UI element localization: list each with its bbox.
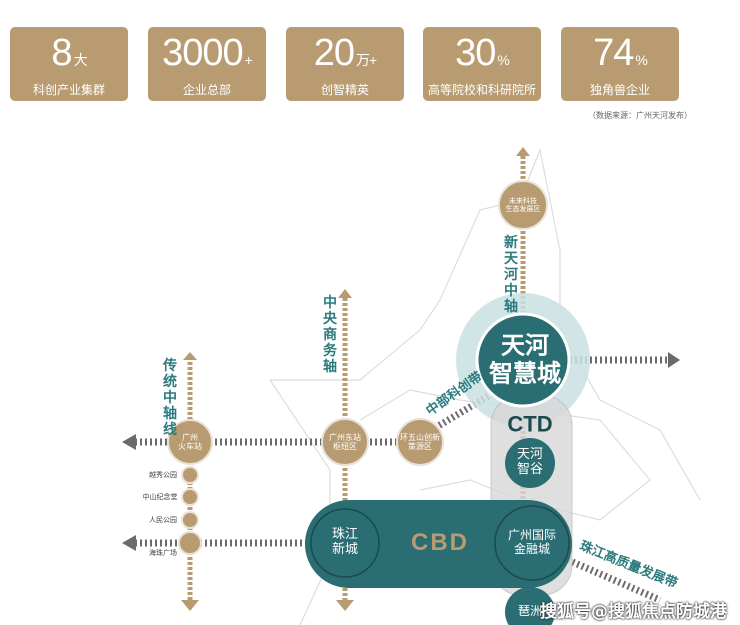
stat-label: 创智精英 bbox=[320, 83, 369, 97]
district-outline bbox=[359, 389, 651, 521]
node-smart-city: 天河 智慧城 bbox=[489, 331, 561, 387]
node-ifc: 广州国际 金融城 bbox=[507, 528, 557, 556]
cbd-axis-label: 中央商务轴 bbox=[323, 295, 337, 375]
stat-number: 20 bbox=[313, 32, 355, 74]
stat-number: 8 bbox=[51, 32, 72, 74]
cbd-label: CBD bbox=[411, 529, 469, 557]
stat-card: 74% 独角兽企业 bbox=[561, 27, 679, 101]
node-wushan: 环五山创新 策源区 bbox=[400, 432, 440, 451]
stat-card: 3000+ 企业总部 bbox=[148, 27, 266, 101]
traditional-axis-label: 传统中轴线 bbox=[163, 358, 177, 438]
stat-label: 独角兽企业 bbox=[589, 83, 650, 97]
label-renmin: 人民公园 bbox=[149, 515, 177, 524]
node-zhujiang: 珠江 新城 bbox=[331, 527, 359, 557]
stat-card: 30% 高等院校和科研院所 bbox=[423, 27, 541, 101]
stat-label: 高等院校和科研院所 bbox=[427, 83, 536, 97]
stat-unit: % bbox=[635, 52, 647, 68]
stat-number: 3000 bbox=[162, 32, 244, 74]
stat-unit: % bbox=[497, 52, 509, 68]
stat-label: 科创产业集群 bbox=[32, 83, 105, 97]
node-valley: 天河 智谷 bbox=[516, 447, 544, 477]
stat-number: 30 bbox=[455, 32, 496, 74]
label-yuexiu: 越秀公园 bbox=[149, 470, 177, 479]
stat-unit: 万+ bbox=[356, 52, 377, 68]
node-pazhou: 琶洲 bbox=[517, 604, 543, 619]
stat-number: 74 bbox=[593, 32, 634, 74]
node-future-tech: 未来科技 生态发展区 bbox=[505, 196, 541, 213]
label-haizhu: 海珠广场 bbox=[149, 548, 177, 557]
label-zhongshan: 中山纪念堂 bbox=[142, 492, 178, 501]
stat-unit: 大 bbox=[73, 52, 88, 68]
source-note: （数据来源：广州天河发布） bbox=[588, 111, 692, 120]
node-gz-east: 广州东站 枢纽区 bbox=[329, 432, 361, 451]
new-tianhe-axis-label: 新天河中轴 bbox=[504, 235, 518, 315]
stat-unit: + bbox=[244, 52, 253, 68]
node-gz-station: 广州 火车站 bbox=[178, 432, 202, 451]
watermark: 搜狐号@搜狐焦点防城港站 bbox=[540, 602, 727, 622]
stat-label: 企业总部 bbox=[182, 83, 231, 97]
ctd-label: CTD bbox=[507, 411, 553, 437]
